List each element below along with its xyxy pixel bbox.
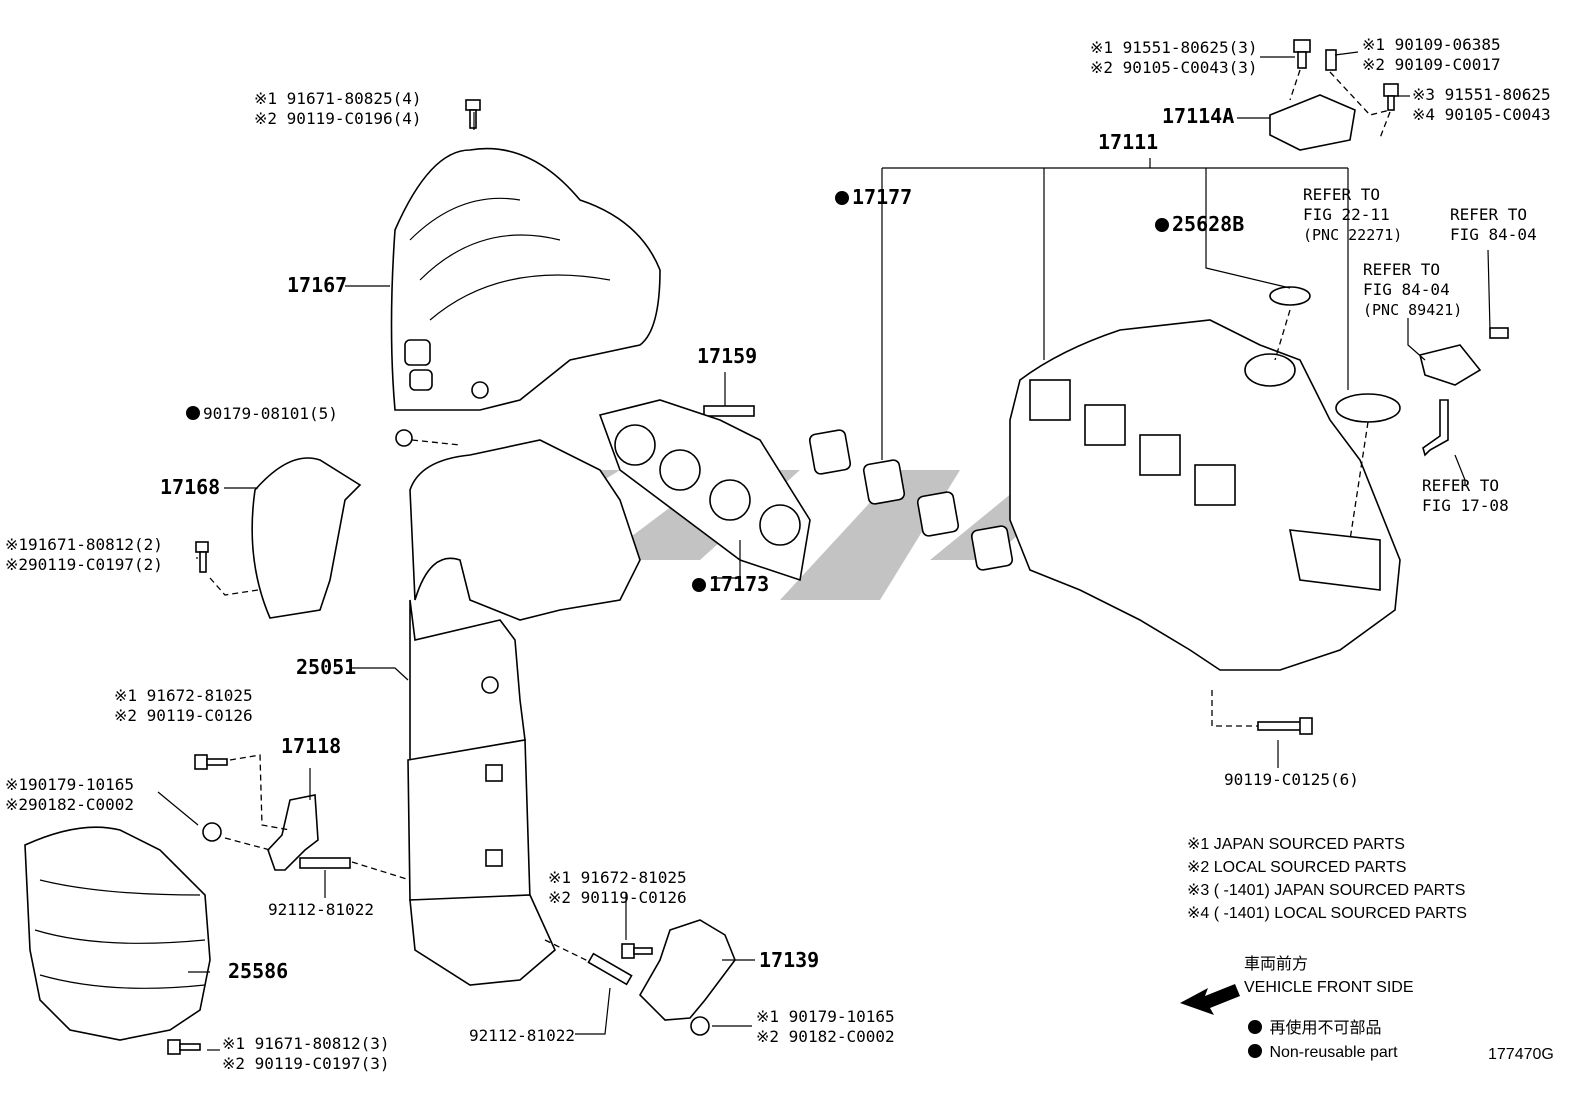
- fastener-top-right-a: ※1 91551-80625(3)※2 90105-C0043(3): [1090, 38, 1258, 77]
- callout-92112-right: 92112-81022: [469, 1026, 575, 1045]
- fastener-25586-bolt: ※1 91671-80812(3)※2 90119-C0197(3): [222, 1034, 390, 1073]
- callout-25628b: 25628B: [1155, 214, 1244, 234]
- front-direction-label: 車両前方 VEHICLE FRONT SIDE: [1244, 956, 1414, 996]
- fastener-top-right-c: ※3 91551-80625※4 90105-C0043: [1412, 85, 1551, 124]
- nut-17139-icon: [690, 1016, 710, 1036]
- callout-17167: 17167: [287, 273, 348, 297]
- sourcing-notes: ※1 JAPAN SOURCED PARTS ※2 LOCAL SOURCED …: [1187, 836, 1467, 922]
- exhaust-manifold-converter-25051-part: [407, 439, 641, 986]
- bolt-25586-icon: [167, 1039, 201, 1055]
- dashed-lines-top-right: [1274, 69, 1391, 541]
- intake-gasket-17177-part: [808, 429, 1014, 571]
- callout-17168: 17168: [160, 475, 221, 499]
- figure-id: 177470G: [1488, 1046, 1554, 1063]
- nut-17118-icon: [202, 822, 222, 842]
- callout-17177: 17177: [835, 187, 912, 207]
- bracket-17114a-part: [1269, 39, 1399, 151]
- heat-insulator-25586-part: [24, 826, 211, 1041]
- bolt-17139-icon: [621, 943, 653, 959]
- bolt-17168-icon: [195, 541, 209, 573]
- fastener-top-heat-bolt: ※1 91671-80825(4)※2 90119-C0196(4): [254, 89, 422, 128]
- fastener-17139-bolt: ※1 91672-81025※2 90119-C0126: [548, 868, 687, 907]
- non-reusable-legend: 再使用不可部品 Non-reusable part: [1248, 1017, 1398, 1065]
- o-ring-fig22-part: [1335, 393, 1401, 423]
- fastener-17118-nut: ※190179-10165※290182-C0002: [5, 775, 134, 814]
- callout-17114a: 17114A: [1162, 104, 1235, 128]
- callout-90179-08101: 90179-08101(5): [186, 404, 338, 424]
- callout-90119-c0125: 90119-C0125(6): [1224, 770, 1359, 789]
- callout-17118: 17118: [281, 734, 342, 758]
- o-ring-25628b-part: [1269, 286, 1311, 306]
- front-direction-arrow-icon: [1180, 984, 1240, 1015]
- callout-17173: 17173: [692, 574, 769, 594]
- bracket-17118-part: [267, 794, 319, 871]
- bolt-90119-c0125-icon: [1257, 717, 1313, 735]
- stud-92112-left-part: [299, 857, 351, 869]
- fastener-top-right-b: ※1 90109-06385※2 90109-C0017: [1362, 35, 1501, 74]
- heat-insulator-17167-part: [390, 147, 661, 411]
- fastener-17168-bolt: ※191671-80812(2)※290119-C0197(2): [5, 535, 163, 574]
- heat-insulator-17168-part: [251, 457, 362, 619]
- stud-92112-right-part: [587, 952, 633, 986]
- nut-90179-08101-icon: [395, 429, 413, 447]
- callout-17159: 17159: [697, 344, 758, 368]
- intake-manifold-17111-part: [1009, 319, 1401, 671]
- callout-25586: 25586: [228, 959, 289, 983]
- exhaust-gasket-17173-part: [598, 399, 811, 582]
- fastener-17139-nut: ※1 90179-10165※2 90182-C0002: [756, 1007, 895, 1046]
- callout-92112-left: 92112-81022: [268, 900, 374, 919]
- vsv-sensor-part: [1419, 327, 1509, 457]
- leader-lines: [157, 51, 1491, 1051]
- bracket-17139-part: [639, 919, 736, 1021]
- stud-17159-part: [703, 405, 755, 417]
- callout-17111: 17111: [1098, 130, 1159, 154]
- heat-insulator-bolt-icon: [465, 99, 481, 129]
- fastener-17118-bolt: ※1 91672-81025※2 90119-C0126: [114, 686, 253, 725]
- callout-17139: 17139: [759, 948, 820, 972]
- callout-25051: 25051: [296, 655, 357, 679]
- bolt-17118-icon: [194, 754, 228, 770]
